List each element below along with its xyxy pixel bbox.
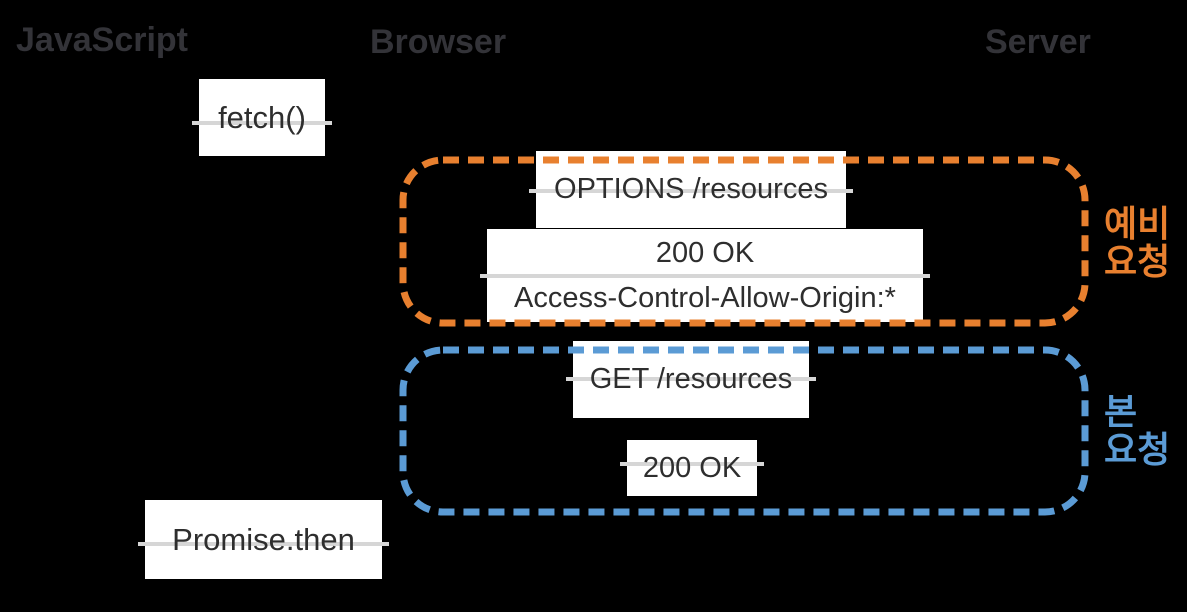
preflight-group-label-line1: 예비 xyxy=(1104,203,1171,244)
node-get-request: GET /resources xyxy=(566,341,816,418)
flow-line xyxy=(192,121,332,125)
preflight-group-label: 예비 요청 xyxy=(1104,205,1170,281)
node-get-request-label: GET /resources xyxy=(589,363,793,395)
column-label-browser: Browser xyxy=(370,23,507,61)
node-fetch: fetch() xyxy=(192,79,332,156)
node-fetch-label: fetch() xyxy=(218,100,306,135)
node-main-response-label: 200 OK xyxy=(642,451,742,484)
flow-line xyxy=(138,542,389,546)
main-request-group-label-line2: 요청 xyxy=(1104,429,1171,470)
node-main-response: 200 OK xyxy=(620,440,764,496)
main-request-group-label-line1: 본 xyxy=(1104,391,1138,432)
column-label-server: Server xyxy=(985,23,1091,61)
node-preflight-response-header: Access-Control-Allow-Origin:* xyxy=(514,281,896,314)
main-request-group-label: 본 요청 xyxy=(1104,393,1170,469)
node-promise-then-label: Promise.then xyxy=(172,522,355,557)
node-options-request: OPTIONS /resources xyxy=(529,151,853,228)
node-options-request-label: OPTIONS /resources xyxy=(554,173,828,205)
preflight-group-label-line2: 요청 xyxy=(1104,241,1171,282)
node-promise-then: Promise.then xyxy=(138,500,389,579)
node-preflight-response-status: 200 OK xyxy=(655,236,755,269)
node-preflight-response: 200 OK Access-Control-Allow-Origin:* xyxy=(480,229,930,322)
column-label-javascript: JavaScript xyxy=(16,21,188,59)
